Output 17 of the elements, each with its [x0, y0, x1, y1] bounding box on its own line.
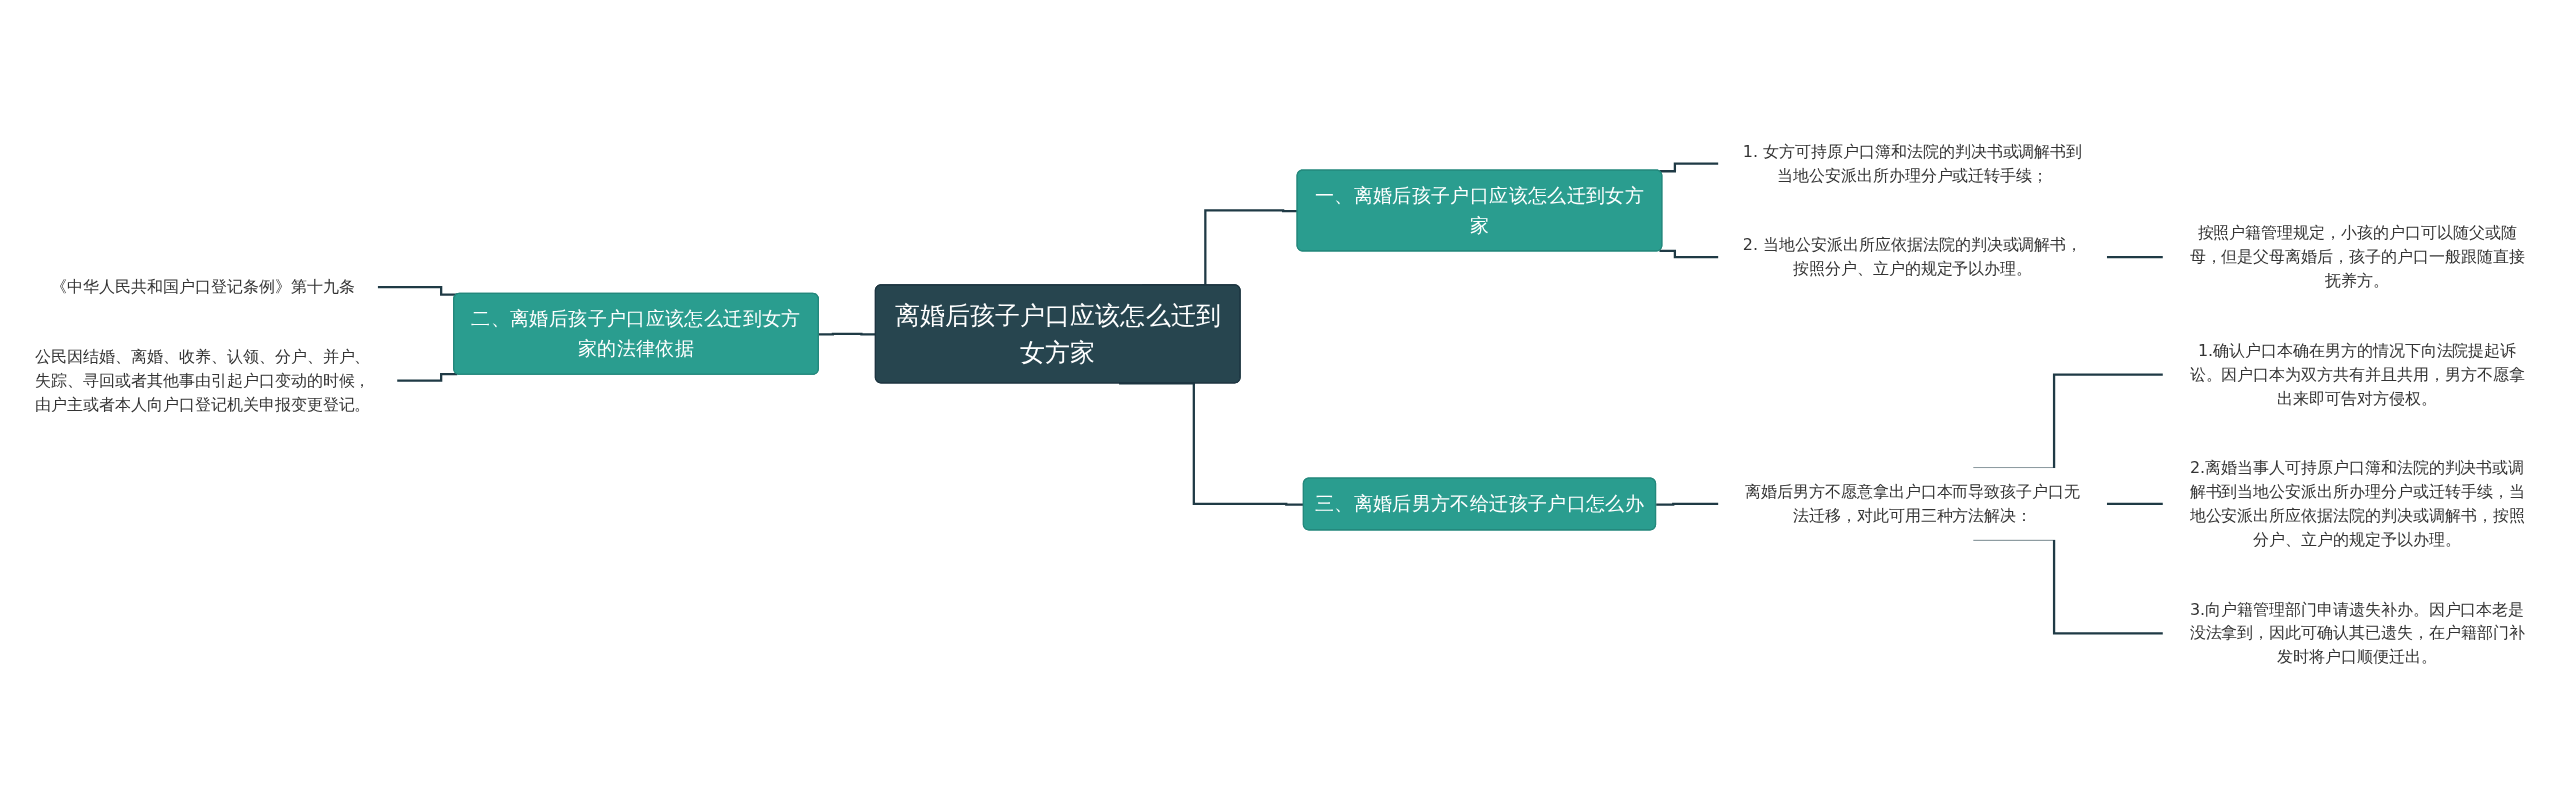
connector [1656, 502, 1719, 506]
connector [396, 373, 458, 382]
node-text: 2. 当地公安派出所应依据法院的判决或调解书，按照分户、立户的规定予以办理。 [1742, 235, 2083, 278]
connector [2106, 502, 2164, 506]
node-text: 1. 女方可持原户口簿和法院的判决书或调解书到当地公安派出所办理分户或迁转手续； [1742, 142, 2083, 185]
connector [1659, 162, 1719, 173]
node-text: 3.向户籍管理部门申请遗失补办。因户口本老是没法拿到，因此可确认其已遗失，在户籍部门补发时将户口顺便迁出。 [2189, 599, 2525, 666]
node-text: 《中华人民共和国户口登记条例》第十九条 [51, 277, 355, 296]
connector [1119, 382, 1304, 506]
connector [1659, 249, 1719, 259]
connector [2106, 256, 2164, 259]
node-text: 公民因结婚、离婚、收养、认领、分户、并户、失踪、寻回或者其他事由引起户口变动的时候，由户主或者本人向户口登记机关申报变更登记。 [35, 346, 371, 414]
node-text: 按照户籍管理规定，小孩的户口可以随父或随母，但是父母离婚后，孩子的户口一般跟随直接抚养方。 [2189, 223, 2525, 290]
connector [818, 332, 876, 336]
node-text: 2.离婚当事人可持原户口簿和法院的判决书或调解书到当地公安派出所办理分户或迁转手续，当地公安派出所应依据法院的判决或调解书，按照分户、立户的规定予以办理。 [2189, 458, 2525, 549]
connector [377, 285, 458, 296]
node-text: 1.确认户口本确在男方的情况下向法院提起诉讼。因户口本为双方共有并且共用，男方不愿拿出来即可告对方侵权。 [2189, 340, 2525, 408]
